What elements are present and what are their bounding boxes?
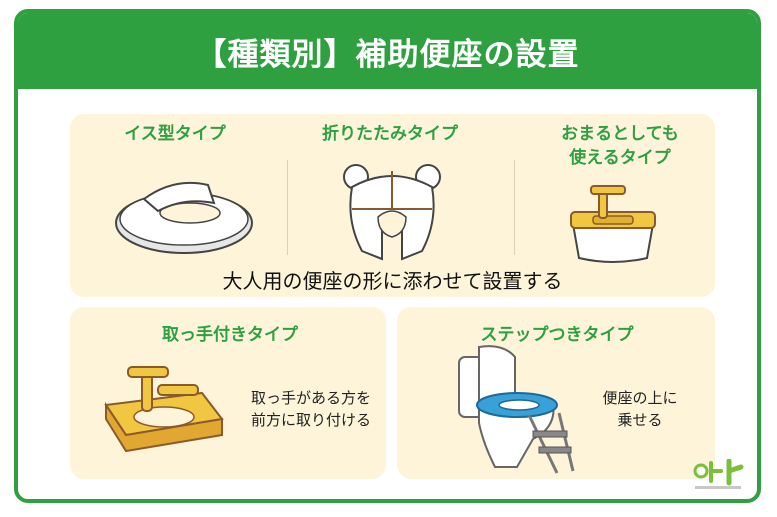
header-bar: 【種類別】補助便座の設置	[18, 13, 757, 89]
chair-type-seat-illustration	[115, 181, 253, 254]
infographic-frame: 【種類別】補助便座の設置 イス型タイプ 折りたたみタイプ おまるとしても 使える…	[14, 9, 761, 503]
panel-handle-type: 取っ手付きタイプ 取っ手がある方を 前方に取り付ける	[70, 307, 386, 479]
potty-type-illustration	[570, 185, 656, 263]
label-potty-type-line1: おまるとしても	[561, 124, 679, 144]
page-title: 【種類別】補助便座の設置	[195, 36, 580, 73]
panel-top: イス型タイプ 折りたたみタイプ おまるとしても 使えるタイプ	[70, 114, 715, 297]
label-step-type: ステップつきタイプ	[480, 325, 634, 345]
panel-step-type: ステップつきタイプ 便座の上に 乗せる	[397, 307, 715, 479]
divider-2	[514, 160, 515, 255]
step-type-desc-line2: 乗せる	[617, 411, 663, 429]
handle-type-desc-line1: 取っ手がある方を	[250, 389, 371, 407]
step-type-toilet-illustration	[458, 345, 575, 474]
handle-type-seat-illustration	[104, 366, 224, 453]
label-handle-type: 取っ手付きタイプ	[162, 325, 298, 345]
folding-type-seat-illustration	[343, 164, 441, 261]
label-potty-type-line2: 使えるタイプ	[569, 148, 671, 168]
common-placement-note: 大人用の便座の形に添わせて設置する	[222, 269, 563, 293]
brand-logo	[693, 459, 744, 489]
divider-1	[287, 160, 288, 255]
handle-type-desc-line2: 前方に取り付ける	[250, 411, 371, 429]
step-type-desc-line1: 便座の上に	[602, 389, 678, 407]
label-chair-type: イス型タイプ	[124, 124, 226, 144]
label-folding-type: 折りたたみタイプ	[322, 124, 458, 144]
